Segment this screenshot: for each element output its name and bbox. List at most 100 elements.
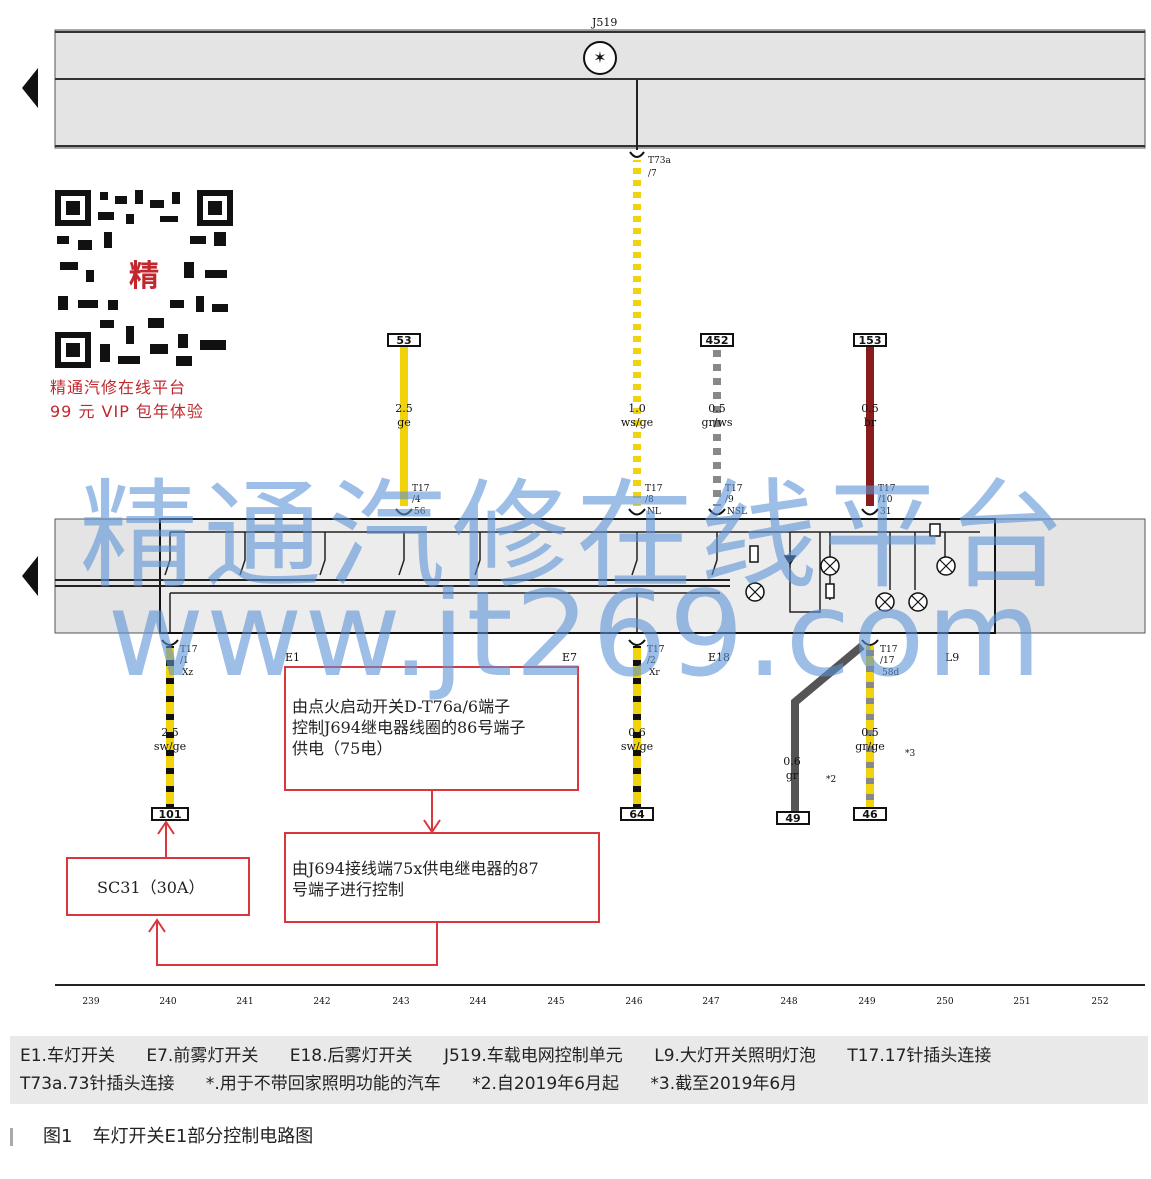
component-e1: E1 (285, 651, 300, 664)
component-e18: E18 (708, 651, 730, 664)
svg-text:240: 240 (159, 997, 176, 1007)
svg-text:247: 247 (702, 997, 719, 1007)
svg-text:Xz: Xz (182, 668, 193, 678)
svg-text:号端子进行控制: 号端子进行控制 (292, 880, 404, 899)
svg-text:/8: /8 (645, 495, 654, 505)
svg-text:T17: T17 (645, 484, 663, 494)
svg-text:251: 251 (1013, 997, 1030, 1007)
svg-text:0.5: 0.5 (861, 726, 879, 739)
t73a-pin: T73a (648, 156, 671, 166)
svg-text:NL: NL (647, 507, 661, 517)
promo-text: 精通汽修在线平台 99 元 VIP 包年体验 (50, 378, 204, 421)
svg-text:244: 244 (469, 997, 486, 1007)
ruler: 239 240 241 242 243 244 245 246 247 248 … (55, 984, 1145, 1007)
svg-text:*3: *3 (905, 749, 916, 759)
svg-text:53: 53 (396, 334, 411, 347)
svg-text:0.5: 0.5 (861, 402, 879, 415)
wire-64 (633, 646, 641, 808)
svg-text:56: 56 (414, 507, 426, 517)
svg-text:246: 246 (625, 997, 642, 1007)
svg-text:T17: T17 (412, 484, 430, 494)
wire-101 (166, 646, 174, 808)
svg-text:gr/ge: gr/ge (855, 740, 885, 753)
switch-module-band (22, 518, 1146, 634)
svg-text:239: 239 (82, 997, 99, 1007)
annotation-box-2: 由J694接线端75x供电继电器的87 号端子进行控制 (284, 832, 600, 923)
fuse-box-153: 153 (853, 333, 887, 347)
annotation-box-3: SC31（30A） (66, 857, 250, 916)
svg-text:243: 243 (392, 997, 409, 1007)
svg-text:1.0: 1.0 (628, 402, 646, 415)
wire-49 (791, 642, 865, 812)
svg-text:58d: 58d (882, 668, 899, 678)
svg-text:/7: /7 (648, 169, 657, 179)
svg-text:49: 49 (785, 812, 800, 825)
svg-text:T17: T17 (880, 645, 898, 655)
fuse-box-64: 64 (620, 807, 654, 821)
svg-text:252: 252 (1091, 997, 1108, 1007)
svg-text:供电（75电）: 供电（75电） (292, 739, 392, 758)
svg-text:NSL: NSL (727, 507, 747, 517)
svg-text:br: br (864, 416, 877, 429)
svg-text:245: 245 (547, 997, 564, 1007)
fuse-box-452: 452 (700, 333, 734, 347)
svg-text:0.5: 0.5 (708, 402, 726, 415)
svg-text:241: 241 (236, 997, 253, 1007)
svg-text:/4: /4 (412, 495, 421, 505)
svg-text:T17: T17 (725, 484, 743, 494)
svg-text:ws/ge: ws/ge (621, 416, 653, 429)
fuse-box-49: 49 (776, 811, 810, 825)
svg-text:/10: /10 (878, 495, 893, 505)
component-l9: L9 (945, 651, 959, 664)
qr-code: 精 (55, 190, 233, 368)
svg-text:sw/ge: sw/ge (621, 740, 653, 753)
svg-text:2.5: 2.5 (161, 726, 179, 739)
svg-text:31: 31 (880, 507, 891, 517)
svg-text:✶: ✶ (593, 48, 606, 67)
svg-text:/1: /1 (180, 656, 189, 666)
svg-text:gr/ws: gr/ws (701, 416, 732, 429)
svg-text:sw/ge: sw/ge (154, 740, 186, 753)
svg-text:46: 46 (862, 808, 878, 821)
svg-text:T17: T17 (878, 484, 896, 494)
wire-46 (866, 646, 874, 808)
wiring-diagram: ✶ J519 T73a /7 53 452 153 2.5 ge 1.0 ws/… (22, 16, 1146, 1007)
module-label: J519 (591, 16, 617, 29)
svg-text:由J694接线端75x供电继电器的87: 由J694接线端75x供电继电器的87 (292, 859, 539, 878)
svg-text:ge: ge (397, 416, 411, 429)
svg-text:242: 242 (313, 997, 330, 1007)
svg-text:Xr: Xr (649, 668, 660, 678)
svg-text:gr: gr (786, 769, 799, 782)
svg-text:2.5: 2.5 (395, 402, 413, 415)
svg-text:0.6: 0.6 (783, 755, 801, 768)
annotation-box-1: 由点火启动开关D-T76a/6端子 控制J694继电器线圈的86号端子 供电（7… (284, 666, 579, 791)
left-arrow-icon (22, 68, 38, 108)
svg-text:452: 452 (706, 334, 729, 347)
legend: E1.车灯开关 E7.前雾灯开关 E18.后雾灯开关 J519.车载电网控制单元… (10, 1036, 1148, 1104)
wire-452 (713, 346, 721, 506)
svg-text:*2: *2 (826, 775, 836, 785)
svg-text:101: 101 (159, 808, 182, 821)
wire-t73a (633, 160, 641, 506)
fuse-box-53: 53 (387, 333, 421, 347)
svg-text:64: 64 (629, 808, 645, 821)
left-arrow-icon (22, 556, 38, 596)
wire-153 (866, 346, 874, 506)
svg-text:SC31（30A）: SC31（30A） (97, 878, 204, 897)
fuse-box-101: 101 (151, 807, 189, 821)
wire-53 (400, 346, 408, 506)
svg-text:250: 250 (936, 997, 953, 1007)
svg-text:由点火启动开关D-T76a/6端子: 由点火启动开关D-T76a/6端子 (292, 697, 510, 716)
svg-text:153: 153 (859, 334, 882, 347)
svg-text:249: 249 (858, 997, 875, 1007)
j519-module: ✶ J519 (22, 16, 1146, 149)
component-e7: E7 (562, 651, 577, 664)
svg-text:/2: /2 (647, 656, 656, 666)
svg-text:0.6: 0.6 (628, 726, 646, 739)
svg-text:/9: /9 (725, 495, 734, 505)
svg-text:T17: T17 (180, 645, 198, 655)
fuse-box-46: 46 (853, 807, 887, 821)
svg-text:248: 248 (780, 997, 797, 1007)
svg-text:T17: T17 (647, 645, 665, 655)
